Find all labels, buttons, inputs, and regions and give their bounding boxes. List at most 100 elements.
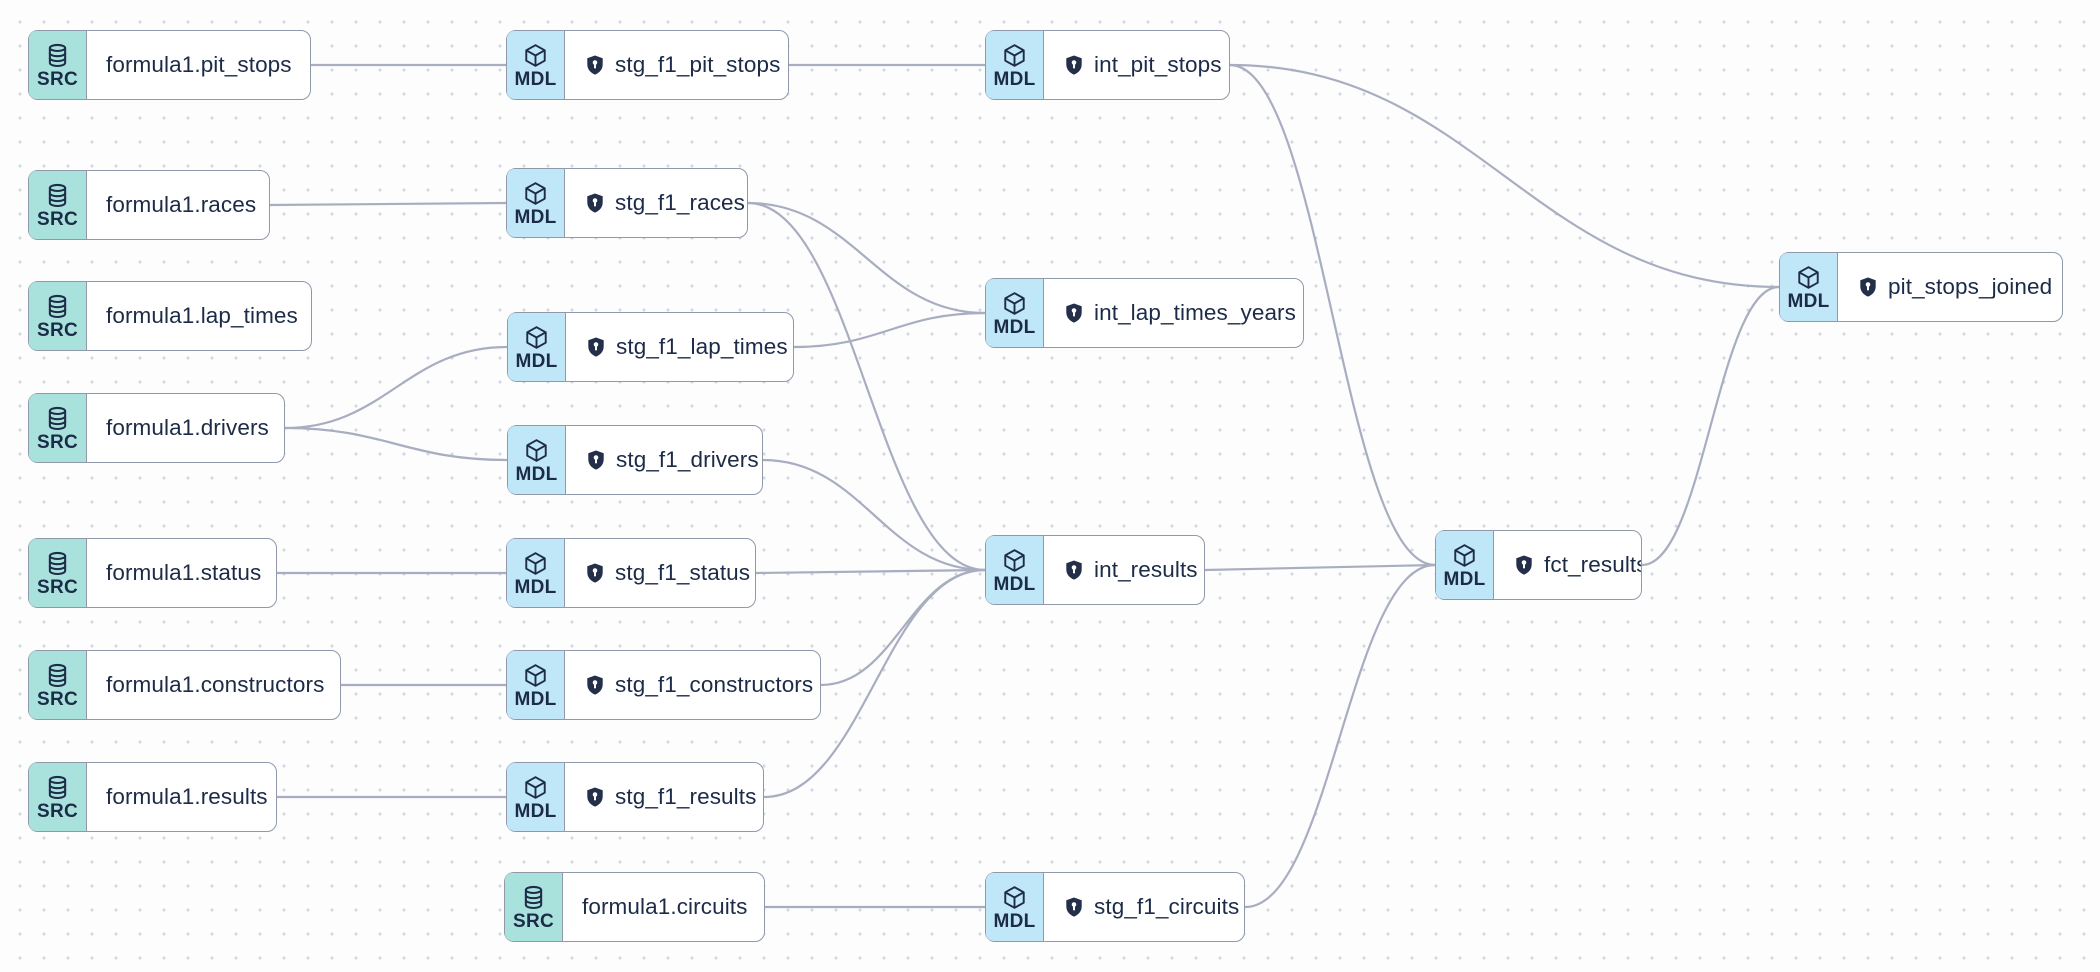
cube-icon (526, 325, 547, 349)
node-label: formula1.lap_times (106, 303, 298, 328)
cube-icon (1004, 291, 1025, 315)
cube-icon (525, 775, 546, 799)
database-icon (48, 183, 67, 207)
edge-formula1.drivers-to-stg_f1_lap_times (284, 345, 508, 430)
shield-icon (587, 193, 603, 213)
node-body: stg_f1_status (565, 539, 755, 607)
edge-stg_f1_circuits-to-fct_results (1244, 563, 1436, 909)
database-icon (48, 406, 67, 430)
cube-icon (1004, 43, 1025, 67)
node-body: formula1.circuits (563, 873, 764, 941)
node-type-badge: SRC (29, 282, 87, 350)
lineage-node-int_results[interactable]: MDL int_results (985, 535, 1205, 605)
node-label: formula1.pit_stops (106, 52, 292, 77)
lineage-node-formula1.results[interactable]: SRC formula1.results (28, 762, 277, 832)
node-type-label: MDL (515, 350, 558, 372)
lineage-node-stg_f1_pit_stops[interactable]: MDL stg_f1_pit_stops (506, 30, 789, 100)
cube-icon (1454, 543, 1475, 567)
node-label: fct_results (1544, 552, 1641, 577)
node-type-badge: MDL (986, 279, 1044, 347)
lineage-node-pit_stops_joined[interactable]: MDL pit_stops_joined (1779, 252, 2063, 322)
node-body: formula1.pit_stops (87, 31, 310, 99)
node-body: int_results (1044, 536, 1204, 604)
node-body: formula1.lap_times (87, 282, 311, 350)
node-type-badge: MDL (507, 539, 565, 607)
node-body: formula1.constructors (87, 651, 340, 719)
shield-icon (587, 563, 603, 583)
node-type-badge: SRC (505, 873, 563, 941)
node-body: stg_f1_drivers (566, 426, 762, 494)
lineage-node-int_lap_times_years[interactable]: MDL int_lap_times_years (985, 278, 1304, 348)
lineage-node-formula1.drivers[interactable]: SRC formula1.drivers (28, 393, 285, 463)
node-type-badge: MDL (986, 31, 1044, 99)
shield-icon (1066, 897, 1082, 917)
node-type-badge: SRC (29, 31, 87, 99)
node-body: pit_stops_joined (1838, 253, 2062, 321)
lineage-node-formula1.lap_times[interactable]: SRC formula1.lap_times (28, 281, 312, 351)
node-type-badge: MDL (507, 169, 565, 237)
shield-icon (588, 450, 604, 470)
node-body: formula1.status (87, 539, 276, 607)
cube-icon (1004, 548, 1025, 572)
lineage-node-stg_f1_lap_times[interactable]: MDL stg_f1_lap_times (507, 312, 794, 382)
shield-icon (1066, 303, 1082, 323)
shield-icon (1516, 555, 1532, 575)
shield-icon (1066, 55, 1082, 75)
edge-fct_results-to-pit_stops_joined (1641, 285, 1780, 567)
database-icon (48, 663, 67, 687)
lineage-node-formula1.races[interactable]: SRC formula1.races (28, 170, 270, 240)
node-type-badge: MDL (1436, 531, 1494, 599)
lineage-node-stg_f1_results[interactable]: MDL stg_f1_results (506, 762, 764, 832)
lineage-node-stg_f1_status[interactable]: MDL stg_f1_status (506, 538, 756, 608)
edge-stg_f1_status-to-int_results (755, 568, 986, 575)
lineage-node-stg_f1_circuits[interactable]: MDL stg_f1_circuits (985, 872, 1245, 942)
node-type-badge: MDL (507, 763, 565, 831)
lineage-node-fct_results[interactable]: MDL fct_results (1435, 530, 1642, 600)
edge-stg_f1_drivers-to-int_results (762, 458, 986, 572)
node-body: stg_f1_pit_stops (565, 31, 788, 99)
lineage-node-stg_f1_races[interactable]: MDL stg_f1_races (506, 168, 748, 238)
cube-icon (526, 438, 547, 462)
lineage-node-formula1.pit_stops[interactable]: SRC formula1.pit_stops (28, 30, 311, 100)
lineage-node-formula1.circuits[interactable]: SRC formula1.circuits (504, 872, 765, 942)
node-type-label: MDL (514, 688, 557, 710)
node-type-label: MDL (514, 576, 557, 598)
node-type-badge: SRC (29, 171, 87, 239)
node-label: formula1.races (106, 192, 257, 217)
cube-icon (525, 43, 546, 67)
node-label: int_results (1094, 557, 1198, 582)
node-type-badge: SRC (29, 763, 87, 831)
node-label: pit_stops_joined (1888, 274, 2053, 299)
edge-stg_f1_races-to-int_results (747, 201, 986, 572)
node-body: formula1.races (87, 171, 269, 239)
lineage-node-formula1.constructors[interactable]: SRC formula1.constructors (28, 650, 341, 720)
lineage-node-stg_f1_constructors[interactable]: MDL stg_f1_constructors (506, 650, 821, 720)
database-icon (48, 551, 67, 575)
edge-int_pit_stops-to-fct_results (1229, 63, 1436, 567)
edge-stg_f1_constructors-to-int_results (820, 568, 986, 687)
node-label: formula1.results (106, 784, 268, 809)
lineage-node-formula1.status[interactable]: SRC formula1.status (28, 538, 277, 608)
lineage-node-int_pit_stops[interactable]: MDL int_pit_stops (985, 30, 1230, 100)
node-label: formula1.constructors (106, 672, 325, 697)
edge-stg_f1_results-to-int_results (763, 568, 986, 799)
node-body: int_lap_times_years (1044, 279, 1303, 347)
node-type-badge: MDL (986, 873, 1044, 941)
node-label: stg_f1_lap_times (616, 334, 788, 359)
node-label: formula1.drivers (106, 415, 269, 440)
cube-icon (525, 551, 546, 575)
node-type-badge: SRC (29, 539, 87, 607)
node-label: stg_f1_constructors (615, 672, 814, 697)
node-type-label: MDL (514, 68, 557, 90)
shield-icon (587, 675, 603, 695)
node-type-badge: SRC (29, 651, 87, 719)
node-body: stg_f1_constructors (565, 651, 820, 719)
node-body: int_pit_stops (1044, 31, 1229, 99)
lineage-node-stg_f1_drivers[interactable]: MDL stg_f1_drivers (507, 425, 763, 495)
edge-stg_f1_lap_times-to-int_lap_times_years (793, 311, 986, 349)
shield-icon (1860, 277, 1876, 297)
node-type-label: MDL (1787, 290, 1830, 312)
node-label: stg_f1_status (615, 560, 751, 585)
